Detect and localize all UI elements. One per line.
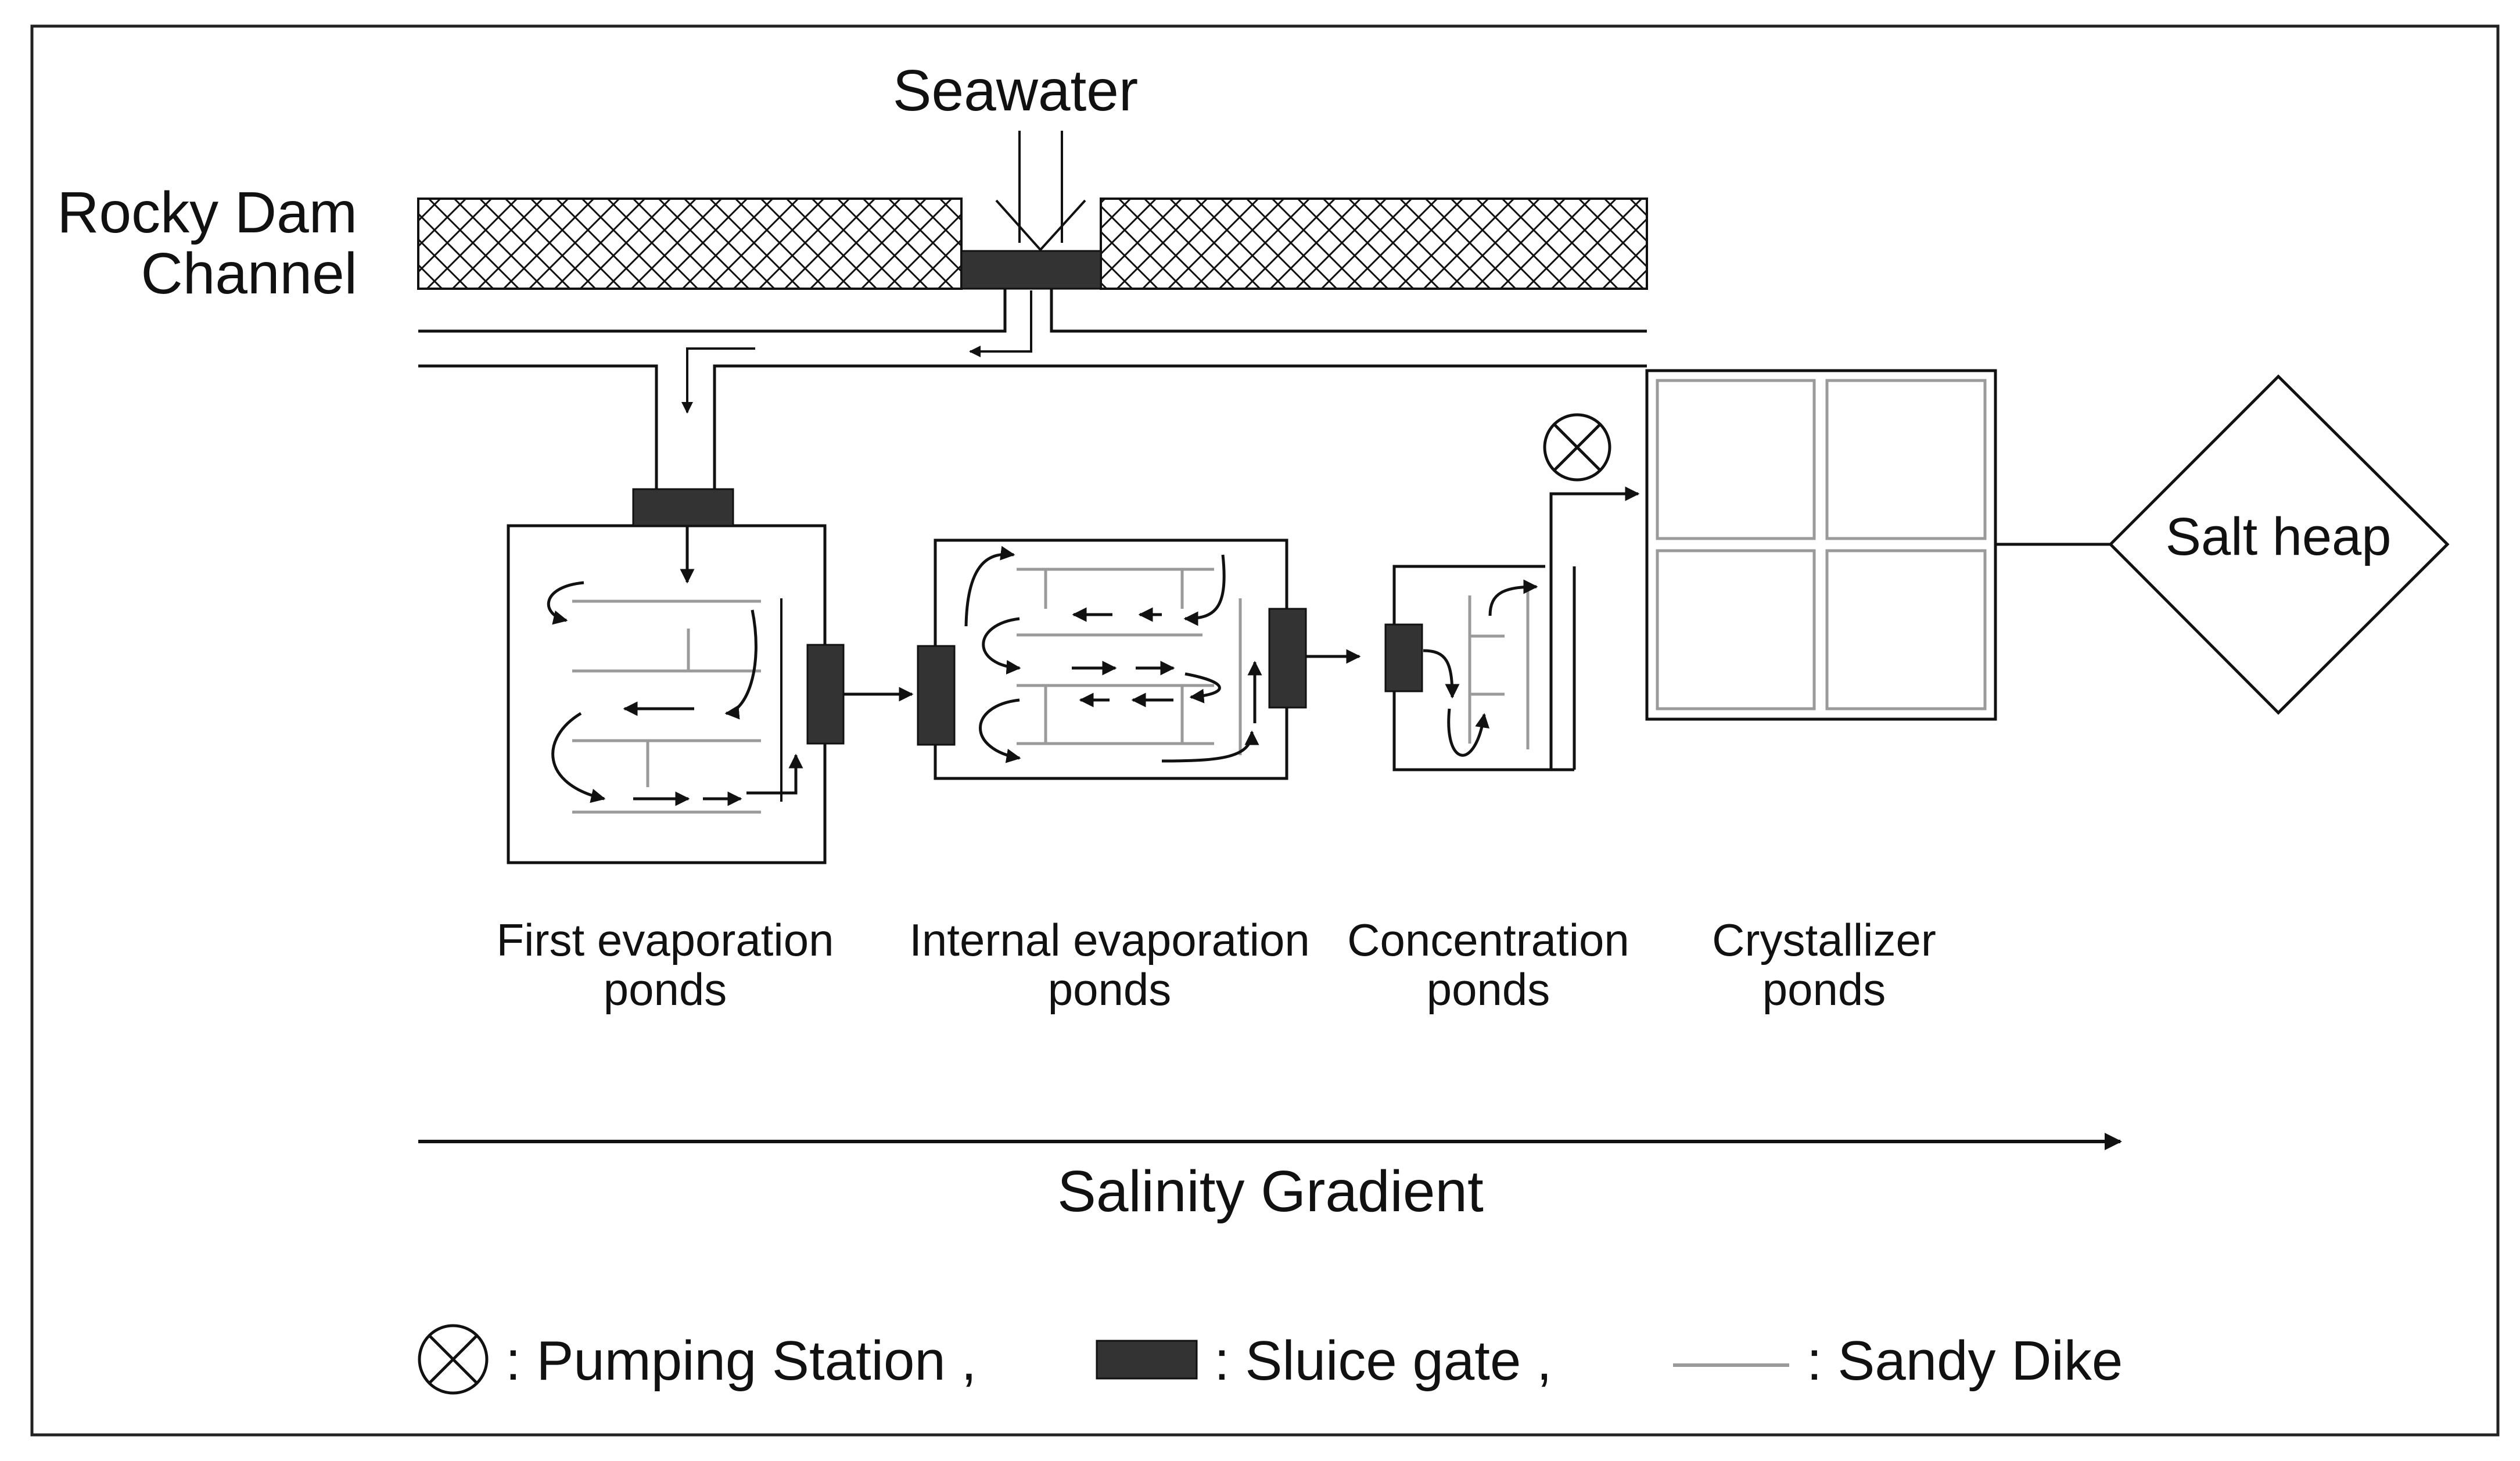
- sluice-gate-inlet: [1384, 623, 1423, 692]
- sluice-gate-inlet: [917, 645, 956, 746]
- main-sluice-gate: [960, 250, 1102, 290]
- pond-label-concentration-line2: ponds: [1427, 964, 1550, 1015]
- pond-label-crystallizer-line2: ponds: [1762, 964, 1886, 1015]
- first-evaporation-pond: [507, 488, 845, 864]
- seawater-label: Seawater: [893, 58, 1138, 123]
- sluice-gate-inlet: [632, 488, 734, 527]
- concentration-pond: [1384, 486, 1640, 771]
- sandy-dikes: [1468, 587, 1530, 749]
- sluice-gate-outlet: [1268, 608, 1307, 709]
- pond-label-first-line1: First evaporation: [497, 914, 834, 965]
- sandy-dikes: [1017, 568, 1242, 755]
- channel-flow-arrows: [681, 290, 1032, 414]
- legend-sluice-gate-label: : Sluice gate ,: [1214, 1330, 1552, 1392]
- salinity-gradient-label: Salinity Gradient: [1057, 1159, 1484, 1224]
- legend: : Pumping Station , : Sluice gate , : Sa…: [418, 1324, 2123, 1395]
- sandy-dikes: [572, 600, 761, 814]
- pond-label-internal-line2: ponds: [1048, 964, 1172, 1015]
- seawater-inflow-arrow: [995, 131, 1086, 252]
- legend-pumping-station-label: : Pumping Station ,: [505, 1330, 977, 1392]
- salt-heap-label: Salt heap: [2166, 507, 2392, 566]
- internal-evaporation-pond: [917, 539, 1307, 780]
- flow-arrows: [547, 526, 803, 806]
- pond-label-concentration-line1: Concentration: [1347, 914, 1629, 965]
- pond-label-internal-line1: Internal evaporation: [909, 914, 1309, 965]
- legend-pumping-station-icon: [418, 1324, 489, 1395]
- rocky-dam-label-line2: Channel: [141, 241, 357, 306]
- salt-heap-diamond: [2108, 374, 2450, 715]
- pond-label-first-line2: ponds: [604, 964, 727, 1015]
- legend-sandy-dike-label: : Sandy Dike: [1807, 1330, 2123, 1392]
- pump-discharge-arrow: [1549, 486, 1640, 569]
- legend-sluice-gate-icon: [1096, 1340, 1198, 1380]
- rocky-dam-label-line1: Rocky Dam: [57, 180, 357, 245]
- pond-label-crystallizer-line1: Crystallizer: [1712, 914, 1936, 965]
- sluice-gate-outlet: [806, 644, 845, 745]
- crystallizer-pond: [1645, 369, 1997, 721]
- rocky-dam-right: [1100, 198, 1648, 290]
- pumping-station-icon: [1543, 413, 1611, 482]
- supply-channel: [418, 289, 1647, 489]
- flow-arrows: [964, 545, 1262, 763]
- flow-arrows: [1423, 579, 1538, 757]
- rocky-dam-left: [417, 198, 963, 290]
- outer-frame: [30, 24, 2500, 1437]
